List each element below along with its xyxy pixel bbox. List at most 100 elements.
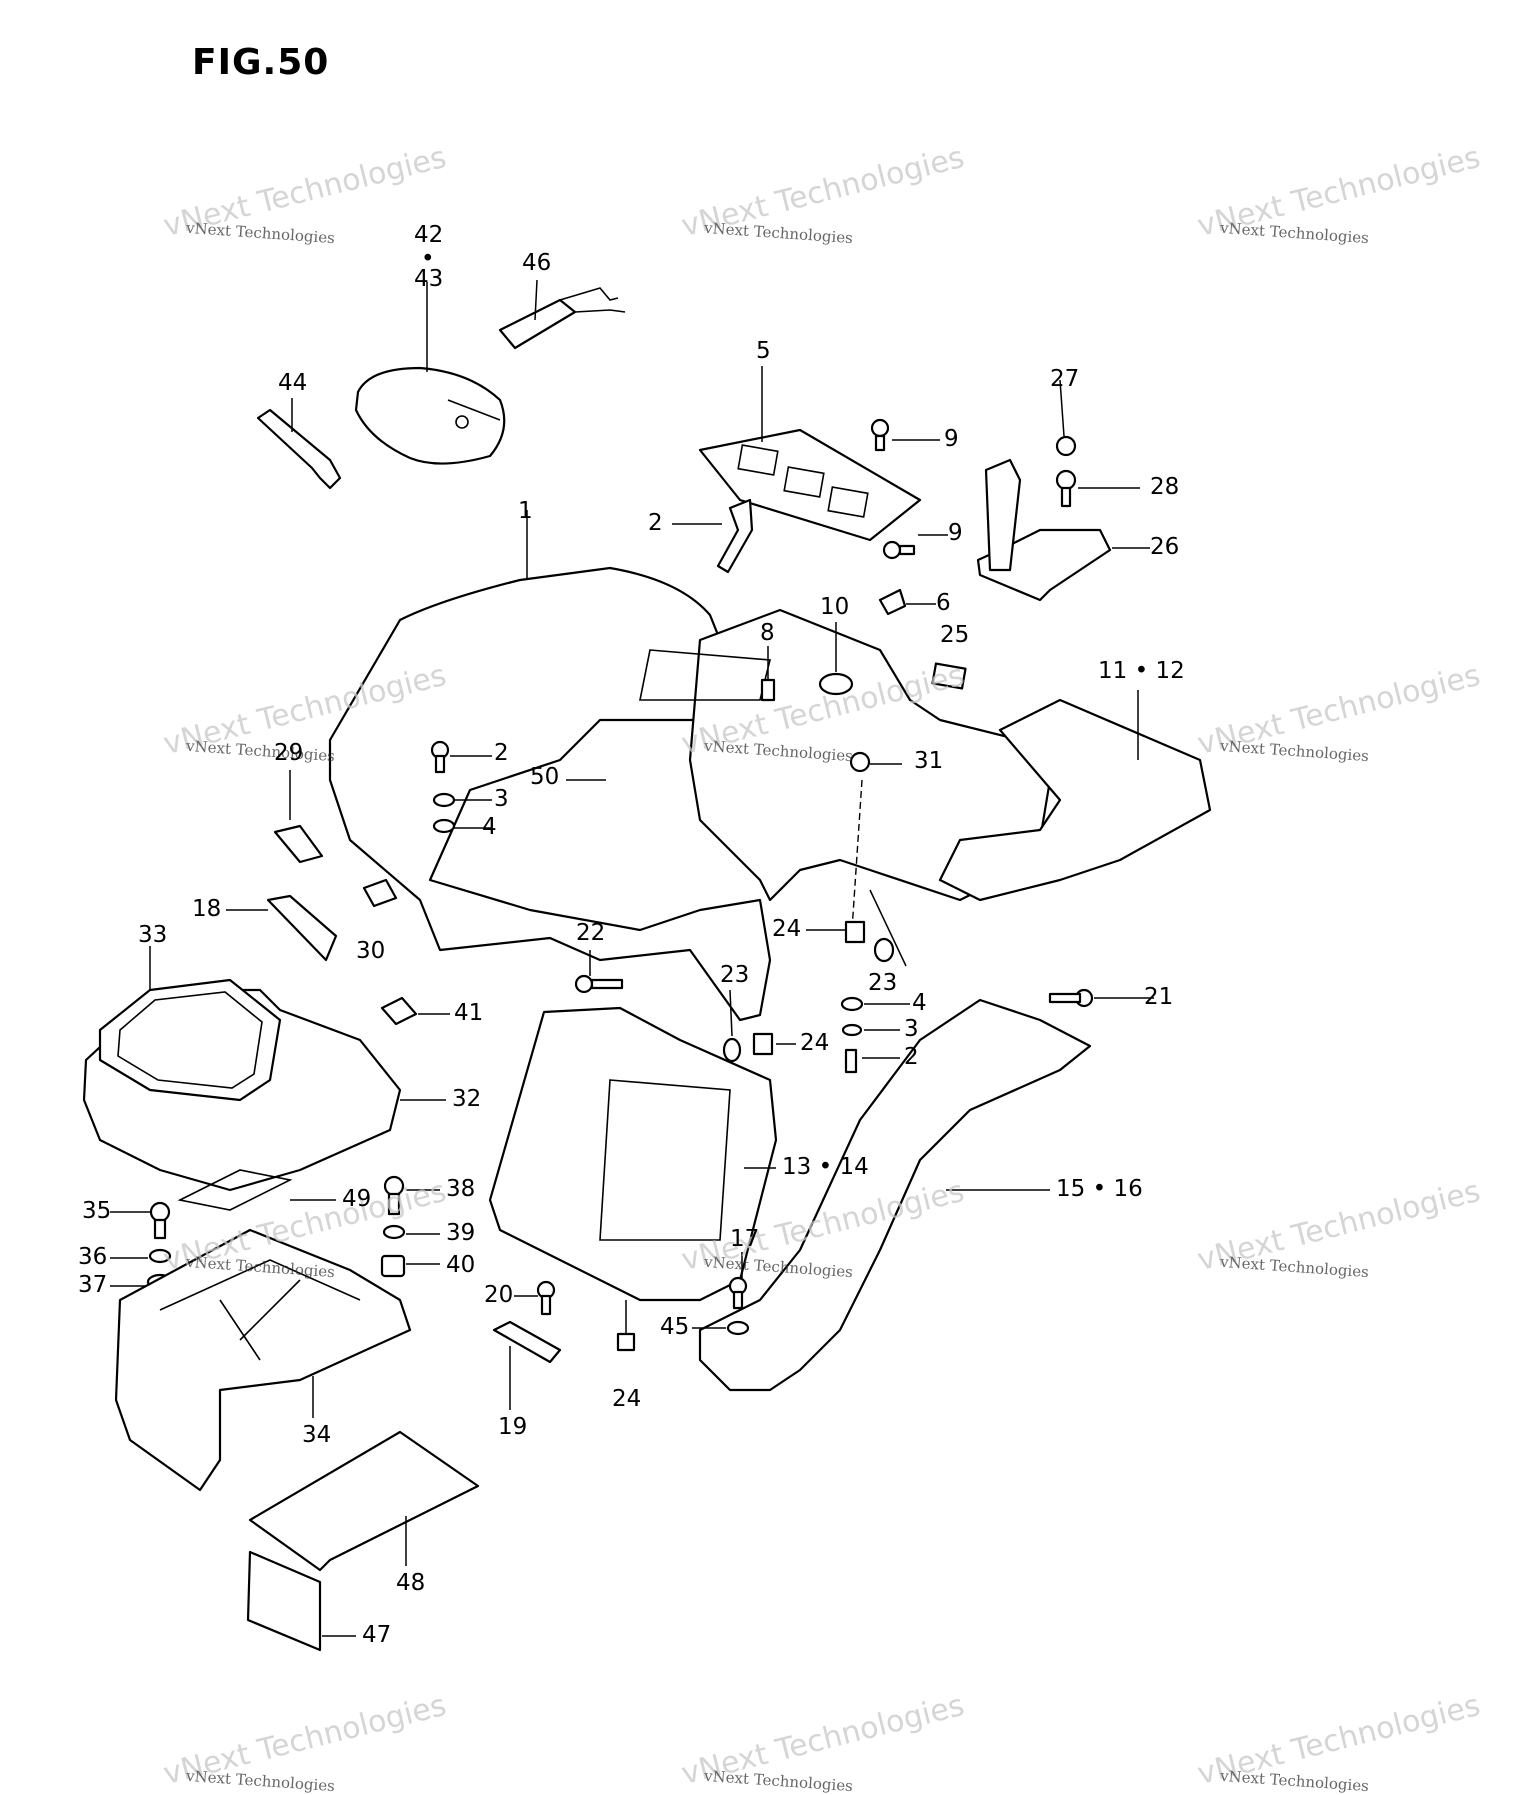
callout-2-bracket: 2	[648, 510, 663, 536]
part-42-43-tool-bag	[354, 282, 506, 465]
callout-4-right: 4	[912, 990, 927, 1016]
callout-8: 8	[760, 620, 775, 646]
part-5-rear-carrier	[698, 366, 922, 542]
part-24-nut-bottom	[616, 1300, 636, 1352]
callout-30: 30	[356, 938, 386, 964]
callout-44: 44	[278, 370, 308, 396]
callout-35: 35	[82, 1198, 112, 1224]
part-49-gasket	[177, 1169, 336, 1211]
part-4-washer-left	[432, 818, 492, 834]
part-48-cover	[248, 1430, 480, 1572]
part-9-bolt-upper	[870, 418, 940, 452]
part-22-bolt	[574, 950, 624, 994]
callout-48: 48	[396, 1570, 426, 1596]
part-29-pad	[273, 770, 324, 864]
part-39-washer	[382, 1224, 440, 1240]
part-25-cushion	[931, 662, 967, 690]
callout-2-left: 2	[494, 740, 509, 766]
part-10-grommet	[818, 622, 854, 696]
callout-13-14: 13 • 14	[782, 1154, 869, 1180]
callout-49: 49	[342, 1186, 372, 1212]
part-46-strap	[498, 279, 626, 350]
callout-24-mid: 24	[772, 916, 802, 942]
part-40-nut	[380, 1254, 440, 1278]
callout-32: 32	[452, 1086, 482, 1112]
part-2-bracket	[672, 498, 754, 574]
callout-39: 39	[446, 1220, 476, 1246]
part-1-rear-fender	[328, 510, 1052, 1022]
callout-31: 31	[914, 748, 944, 774]
callout-21: 21	[1144, 984, 1174, 1010]
figure-title: FIG.50	[192, 42, 330, 83]
part-34-box-bracket	[114, 1228, 412, 1492]
callout-42: 42	[414, 222, 444, 248]
callout-6: 6	[936, 590, 951, 616]
part-26-carrier-bracket	[976, 458, 1150, 602]
callout-27: 27	[1050, 366, 1080, 392]
part-3-washer-left	[432, 792, 492, 808]
part-27-nut	[1055, 379, 1077, 457]
callout-3-right: 3	[904, 1016, 919, 1042]
callout-29: 29	[274, 740, 304, 766]
callout-9-upper: 9	[944, 426, 959, 452]
part-19-stay	[492, 1320, 562, 1410]
part-23-washer-low	[722, 989, 742, 1063]
callout-41: 41	[454, 1000, 484, 1026]
part-6-plate	[878, 588, 936, 616]
part-36-washer	[110, 1248, 172, 1264]
callout-36: 36	[78, 1244, 108, 1270]
callout-17: 17	[730, 1226, 760, 1252]
part-45-washer	[692, 1320, 750, 1336]
callout-15-16: 15 • 16	[1056, 1176, 1143, 1202]
callout-23-right: 23	[868, 970, 898, 996]
callout-19: 19	[498, 1414, 528, 1440]
callout-34: 34	[302, 1422, 332, 1448]
callout-42-43-dot: •	[421, 246, 435, 272]
part-38-bolt	[383, 1175, 440, 1216]
callout-10: 10	[820, 594, 850, 620]
callout-26: 26	[1150, 534, 1180, 560]
callout-22: 22	[576, 920, 606, 946]
part-8-cushion	[760, 646, 776, 702]
callout-38: 38	[446, 1176, 476, 1202]
callout-11-12: 11 • 12	[1098, 658, 1185, 684]
callout-9-lower: 9	[948, 520, 963, 546]
part-47-cover	[246, 1550, 356, 1652]
callout-20: 20	[484, 1282, 514, 1308]
callout-23-upper: 23	[720, 962, 750, 988]
part-4-washer-right	[840, 996, 910, 1012]
part-11-12-mud-flap	[938, 690, 1212, 902]
part-33-box-lid-seal	[98, 946, 282, 1102]
callout-24-low: 24	[800, 1030, 830, 1056]
callout-50: 50	[530, 764, 560, 790]
part-2-bolt-right	[844, 1048, 900, 1074]
callout-28: 28	[1150, 474, 1180, 500]
part-41-pad	[380, 996, 450, 1026]
callout-5: 5	[756, 338, 771, 364]
callout-40: 40	[446, 1252, 476, 1278]
callout-43: 43	[414, 266, 444, 292]
part-20-bolt	[514, 1280, 556, 1316]
part-35-bolt	[110, 1201, 171, 1240]
callout-46: 46	[522, 250, 552, 276]
part-28-bolt	[1055, 469, 1140, 508]
part-3-washer-right	[841, 1023, 900, 1037]
callout-1: 1	[518, 498, 533, 524]
part-9-bolt-lower	[882, 534, 948, 560]
callout-24-bottom: 24	[612, 1386, 642, 1412]
callout-33: 33	[138, 922, 168, 948]
part-24-nut-mid	[806, 920, 866, 944]
part-2-bolt-left	[430, 740, 492, 774]
part-21-bolt	[1048, 988, 1154, 1008]
callout-4-left: 4	[482, 814, 497, 840]
callout-2-right: 2	[904, 1044, 919, 1070]
part-18-reflector	[226, 894, 338, 962]
callout-47: 47	[362, 1622, 392, 1648]
callout-18: 18	[192, 896, 222, 922]
part-17-bolt	[728, 1252, 748, 1310]
callout-3-left: 3	[494, 786, 509, 812]
part-30-pad	[362, 878, 398, 908]
part-23-washer-mid	[869, 889, 907, 967]
callout-25: 25	[940, 622, 970, 648]
